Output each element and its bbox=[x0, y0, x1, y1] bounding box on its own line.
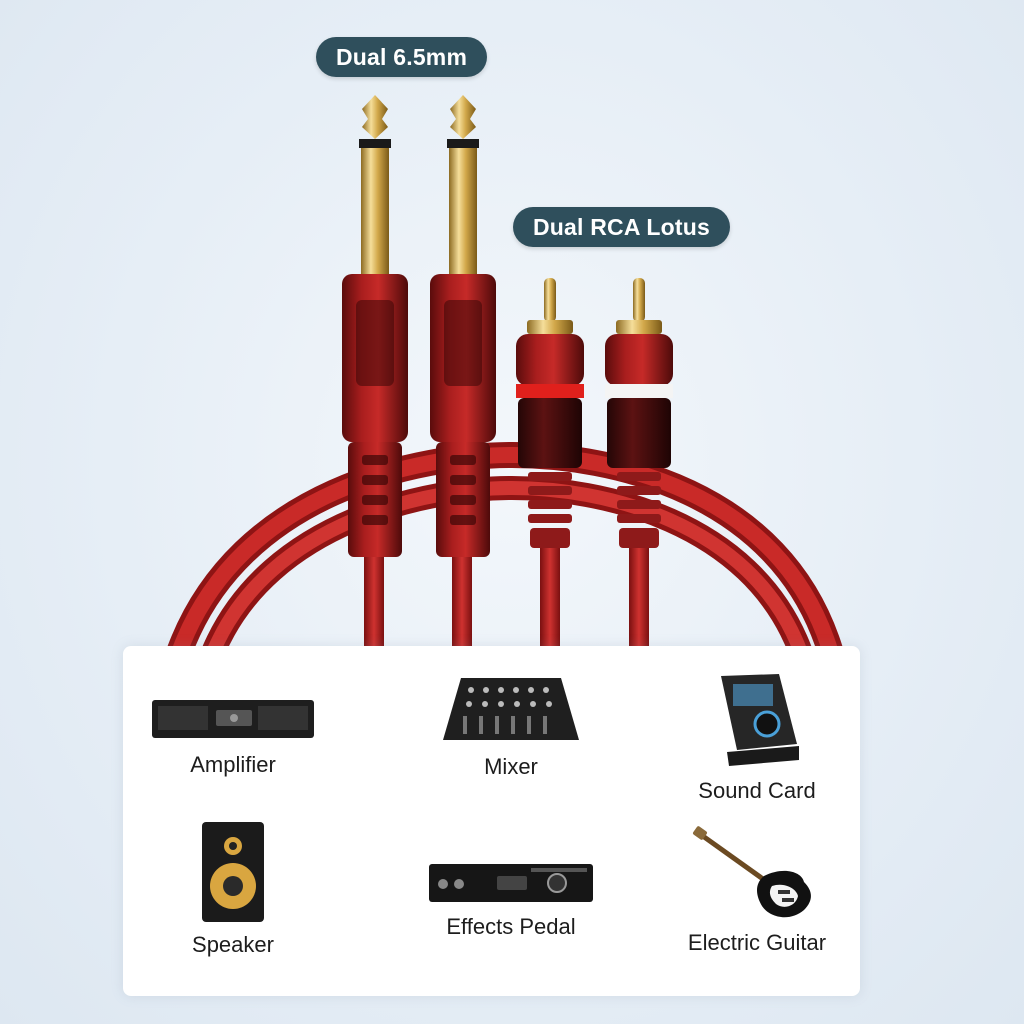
plug-65mm-left bbox=[342, 95, 408, 557]
amplifier-icon bbox=[152, 700, 314, 738]
plug-rca-left bbox=[516, 278, 584, 548]
device-label: Electric Guitar bbox=[687, 930, 827, 955]
device-mixer: Mixer bbox=[401, 674, 621, 780]
cable-coil bbox=[167, 441, 843, 663]
device-label: Effects Pedal bbox=[446, 914, 576, 939]
device-label: Amplifier bbox=[190, 752, 276, 777]
device-sound-card: Sound Card bbox=[647, 670, 867, 804]
plug-65mm-right bbox=[430, 95, 496, 557]
device-speaker: Speaker bbox=[123, 820, 343, 958]
speaker-icon bbox=[202, 822, 264, 922]
plug-rca-right bbox=[605, 278, 673, 548]
effects-pedal-icon bbox=[429, 864, 593, 902]
label-dual-rca: Dual RCA Lotus bbox=[513, 207, 730, 247]
compatible-devices-panel: Amplifier Mixer Sound Card bbox=[123, 646, 860, 996]
label-dual-65mm: Dual 6.5mm bbox=[316, 37, 488, 77]
electric-guitar-icon bbox=[693, 826, 811, 918]
sound-card-icon bbox=[721, 674, 799, 766]
device-label: Mixer bbox=[484, 754, 538, 779]
mixer-icon bbox=[443, 678, 579, 740]
device-label: Speaker bbox=[192, 932, 274, 957]
device-electric-guitar: Electric Guitar bbox=[647, 826, 867, 956]
plug-cables bbox=[364, 548, 649, 650]
device-effects-pedal: Effects Pedal bbox=[401, 860, 621, 940]
device-amplifier: Amplifier bbox=[123, 694, 343, 778]
device-label: Sound Card bbox=[698, 778, 816, 803]
